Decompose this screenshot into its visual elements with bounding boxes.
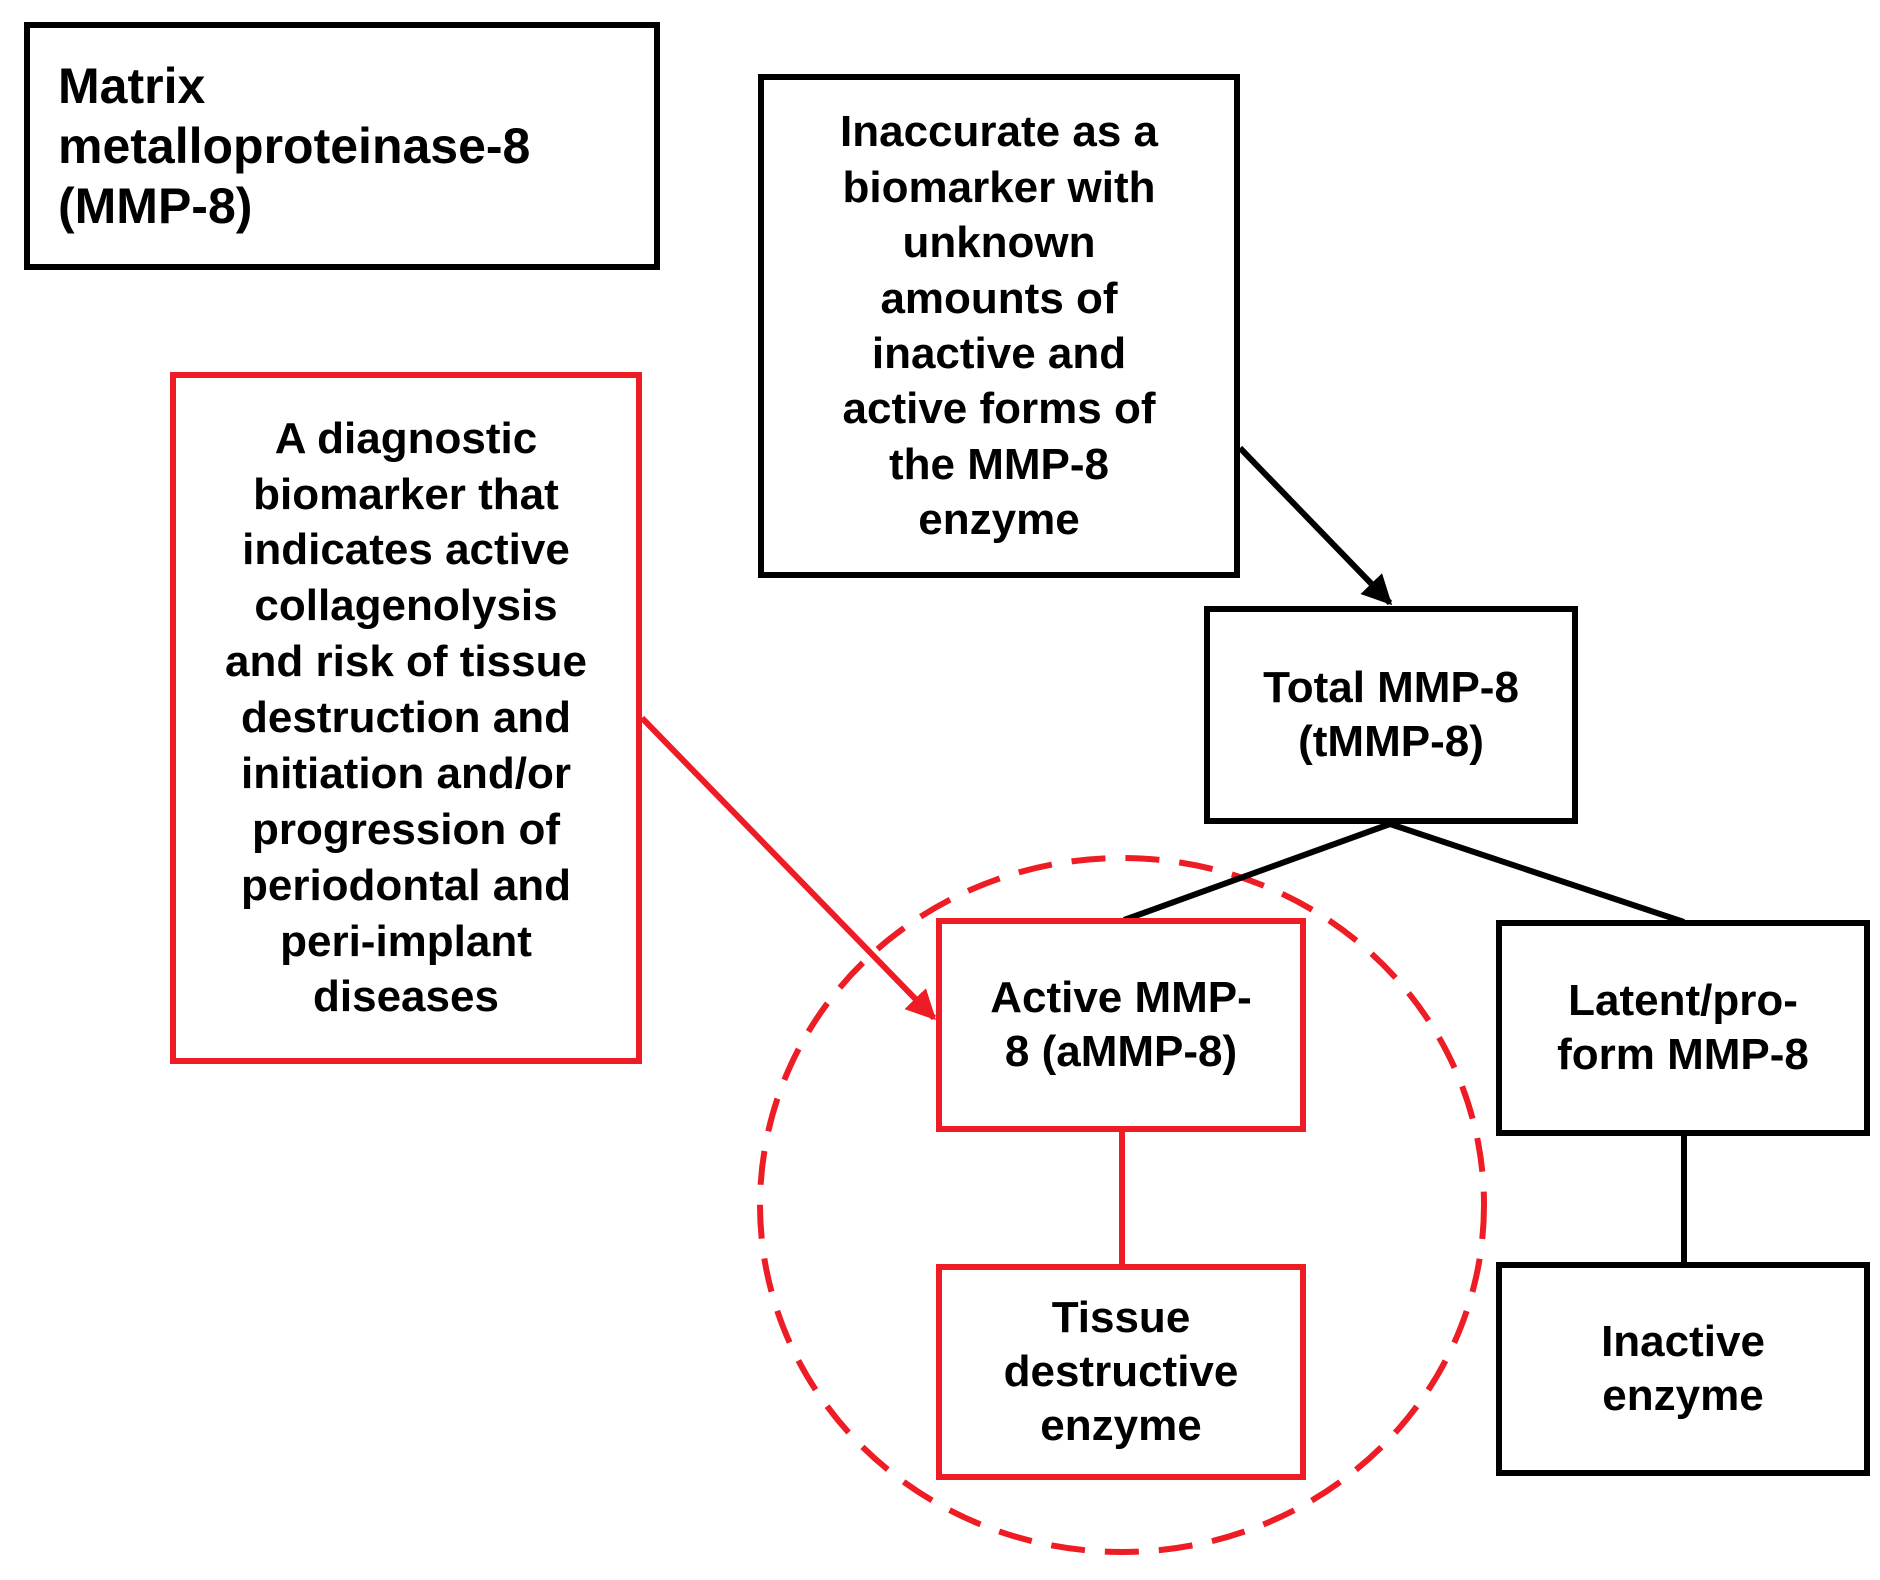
title-box: Matrix metalloproteinase-8 (MMP-8) [24,22,660,270]
node-tissue-text: Tissue destructive enzyme [1003,1293,1239,1450]
edge-total-to-active [1122,821,1392,923]
node-inaccurate-text: Inaccurate as a biomarker with unknown a… [840,107,1158,545]
node-diagnostic-biomarker: A diagnostic biomarker that indicates ac… [170,372,642,1064]
node-inactive-enzyme: Inactive enzyme [1496,1262,1870,1476]
node-active-text: Active MMP- 8 (aMMP-8) [990,973,1252,1076]
node-diagnostic-text: A diagnostic biomarker that indicates ac… [225,413,587,1022]
node-inactive-text: Inactive enzyme [1601,1317,1765,1420]
node-tissue-destructive-enzyme: Tissue destructive enzyme [936,1264,1306,1480]
highlight-dashed-circle [757,855,1487,1555]
node-active-mmp8: Active MMP- 8 (aMMP-8) [936,918,1306,1132]
title-text: Matrix metalloproteinase-8 (MMP-8) [58,58,531,234]
node-total-text: Total MMP-8 (tMMP-8) [1263,663,1519,766]
node-total-mmp8: Total MMP-8 (tMMP-8) [1204,606,1578,824]
edge-total-to-latent [1389,821,1685,925]
node-inaccurate-biomarker: Inaccurate as a biomarker with unknown a… [758,74,1240,578]
node-latent-mmp8: Latent/pro- form MMP-8 [1496,920,1870,1136]
edge-inaccurate-to-total [1237,445,1393,606]
node-latent-text: Latent/pro- form MMP-8 [1557,976,1809,1079]
edge-diagnostic-to-active [639,715,937,1021]
